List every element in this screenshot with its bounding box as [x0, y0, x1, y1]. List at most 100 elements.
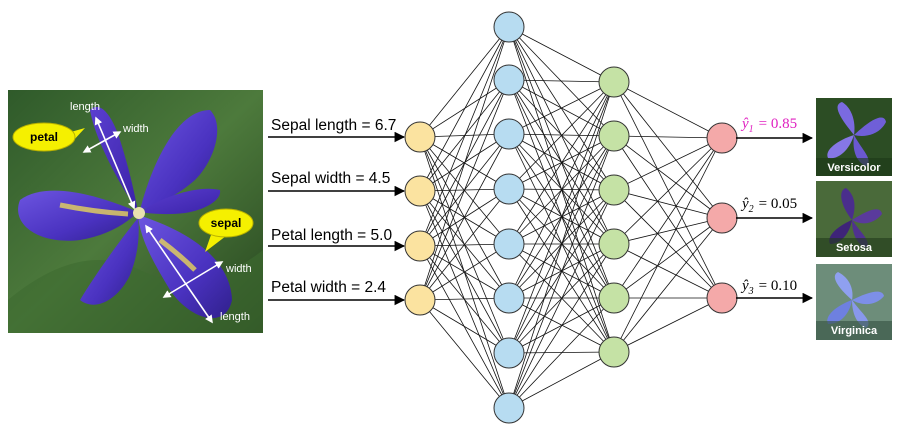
connection-line	[613, 243, 723, 299]
output-node	[706, 282, 738, 314]
connection-line	[613, 137, 723, 353]
connection-line	[508, 81, 615, 354]
connection-line	[419, 299, 510, 354]
hidden1-node	[493, 64, 525, 96]
iris-sepal-lower-left	[80, 218, 139, 305]
network-nodes	[404, 11, 738, 424]
connection-line	[508, 351, 615, 409]
connection-line	[613, 189, 723, 219]
connection-line	[419, 188, 510, 301]
connection-line	[419, 245, 510, 409]
output-label-2: ŷ2= 0.05	[740, 196, 797, 215]
connection-line	[419, 26, 510, 301]
petal-callout-label: petal	[30, 130, 58, 144]
connection-line	[508, 297, 615, 409]
hidden2-node	[598, 336, 630, 368]
connection-line	[508, 26, 615, 83]
thumbnail-virginica: Virginica	[816, 264, 892, 340]
petal-callout: petal	[12, 122, 85, 152]
output-label-1: ŷ1= 0.85	[740, 116, 797, 135]
input-label-petal-width: Petal width = 2.4	[271, 279, 386, 296]
iris-sepal-upper-right	[140, 110, 218, 210]
connection-line	[508, 189, 615, 409]
connection-line	[508, 79, 615, 83]
output-node	[706, 122, 738, 154]
connection-line	[419, 299, 510, 409]
connection-line	[508, 243, 615, 409]
hidden2-node	[598, 66, 630, 98]
connection-line	[419, 243, 510, 301]
connection-line	[613, 135, 723, 299]
input-node	[404, 175, 436, 207]
sepal-length-arrow	[145, 224, 213, 324]
sepal-callout-label: sepal	[211, 216, 242, 230]
hidden1-node	[493, 11, 525, 43]
hidden2-node	[598, 174, 630, 206]
hidden1-node	[493, 228, 525, 260]
connection-line	[613, 81, 723, 139]
connection-line	[613, 135, 723, 139]
output-node	[706, 202, 738, 234]
connection-line	[613, 137, 723, 191]
input-node	[404, 284, 436, 316]
hidden1-node	[493, 392, 525, 424]
class-label-virginica: Virginica	[831, 325, 878, 337]
input-label-sepal-length: Sepal length = 6.7	[271, 117, 396, 134]
petal-width-arrow	[82, 131, 122, 153]
connection-line	[508, 81, 615, 409]
connection-line	[613, 217, 723, 353]
connection-line	[613, 217, 723, 299]
connection-line	[508, 81, 615, 299]
input-labels: Sepal length = 6.7 Sepal width = 4.5 Pet…	[268, 117, 406, 306]
input-node	[404, 121, 436, 153]
input-label-petal-length: Petal length = 5.0	[271, 227, 392, 244]
petal-width-label: width	[122, 123, 149, 135]
petal-length-label: length	[70, 101, 100, 113]
sepal-callout: sepal	[198, 208, 254, 252]
connection-line	[613, 81, 723, 299]
sepal-length-label: length	[220, 311, 250, 323]
connection-line	[613, 137, 723, 245]
connection-line	[419, 79, 510, 301]
connection-line	[613, 137, 723, 299]
input-node	[404, 230, 436, 262]
input-label-sepal-width: Sepal width = 4.5	[271, 170, 390, 187]
connection-line	[419, 26, 510, 192]
iris-petal-right	[140, 188, 221, 215]
connection-line	[613, 297, 723, 353]
connection-line	[508, 26, 615, 191]
connection-line	[508, 81, 615, 135]
class-thumbnails: Versicolor Setosa Virginica	[816, 98, 892, 340]
thumbnail-setosa: Setosa	[816, 181, 892, 257]
hidden2-node	[598, 282, 630, 314]
connection-line	[613, 217, 723, 245]
class-label-versicolor: Versicolor	[827, 162, 881, 174]
connection-line	[419, 133, 510, 301]
hidden1-node	[493, 337, 525, 369]
connection-line	[613, 81, 723, 219]
connection-line	[613, 189, 723, 299]
hidden1-node	[493, 118, 525, 150]
iris-center	[133, 207, 145, 219]
connection-line	[508, 81, 615, 190]
sepal-width-label: width	[225, 263, 252, 275]
connection-line	[419, 26, 510, 247]
connection-line	[508, 133, 615, 191]
network-connections	[419, 26, 723, 409]
hidden1-node	[493, 282, 525, 314]
hidden2-node	[598, 228, 630, 260]
connection-line	[613, 135, 723, 219]
iris-signal	[59, 202, 129, 217]
class-label-setosa: Setosa	[836, 242, 873, 254]
connection-line	[508, 81, 615, 245]
output-label-3: ŷ3= 0.10	[740, 278, 797, 297]
thumbnail-versicolor: Versicolor	[816, 98, 892, 176]
connection-line	[508, 135, 615, 409]
iris-photo: length width width length petal sepal	[8, 90, 263, 333]
connection-line	[419, 26, 510, 138]
hidden1-node	[493, 173, 525, 205]
output-section: ŷ1= 0.85 ŷ2= 0.05 ŷ3= 0.10	[736, 116, 814, 304]
hidden2-node	[598, 120, 630, 152]
connection-line	[508, 188, 615, 353]
